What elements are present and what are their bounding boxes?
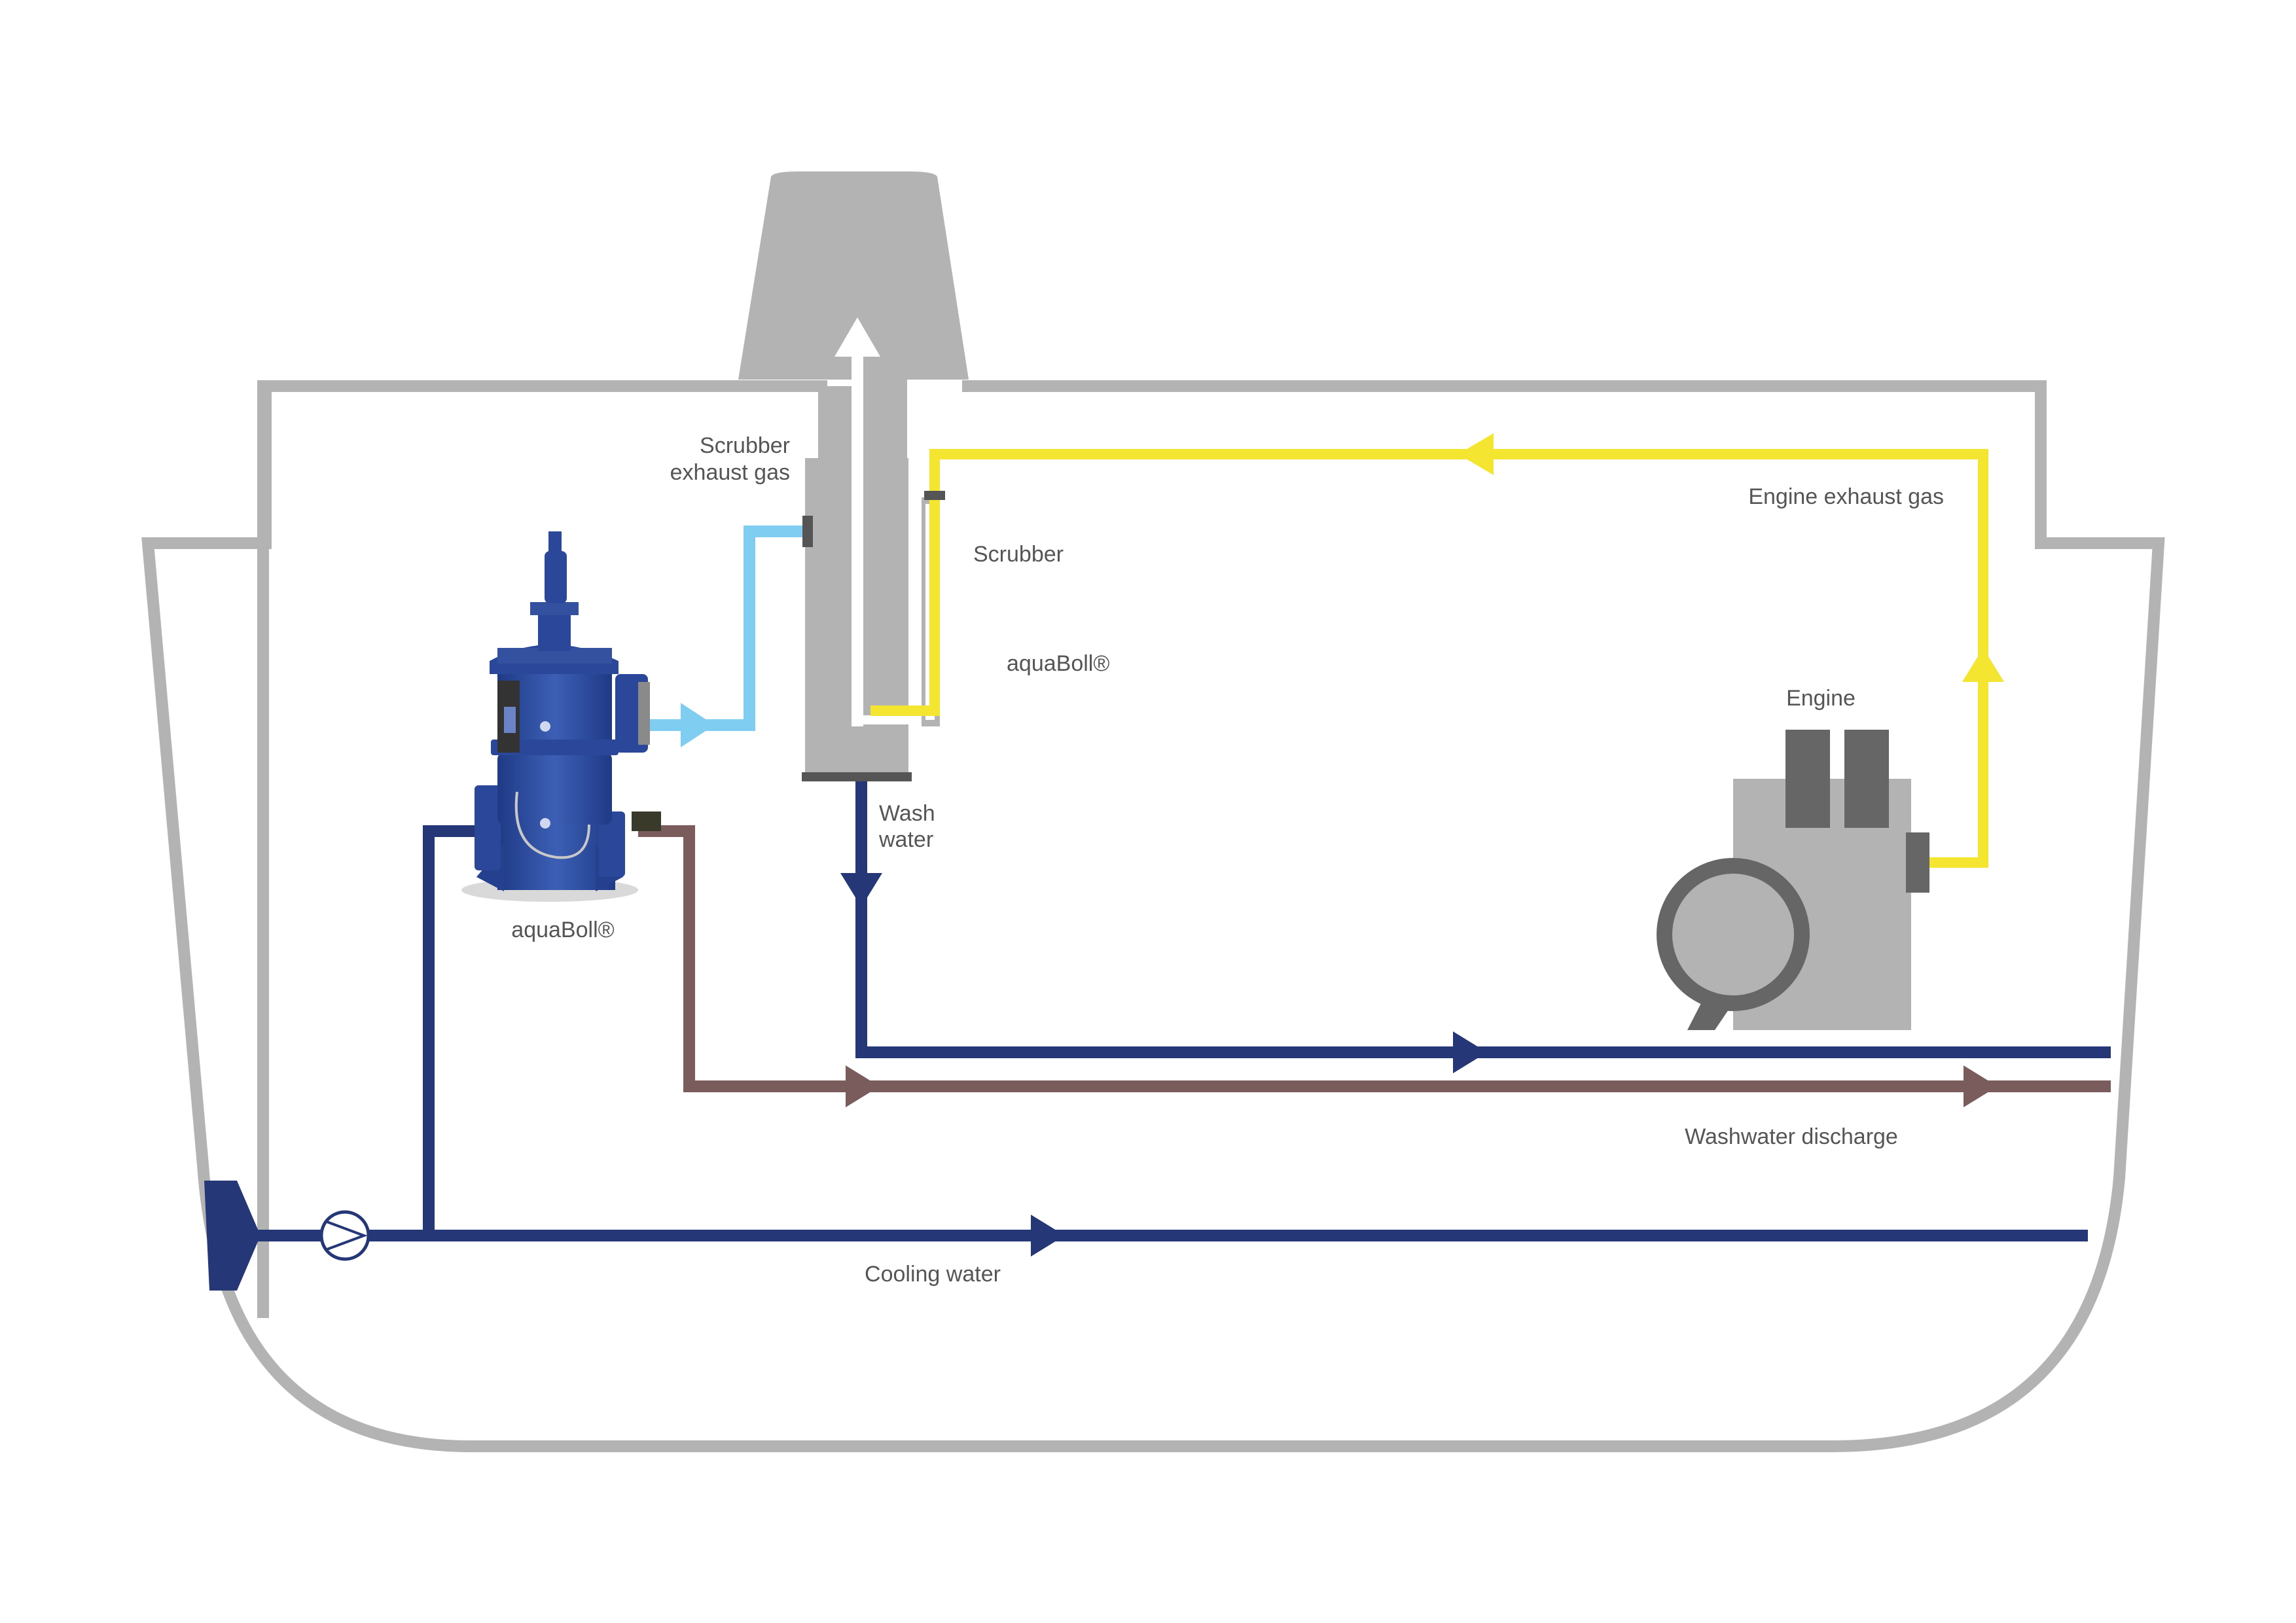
scrubber-base	[802, 772, 912, 781]
cooling-water-arrow	[1031, 1215, 1065, 1257]
discharge-arrow-1	[846, 1065, 880, 1107]
wash-water-line	[855, 781, 2111, 1058]
wash-water-arrow-right	[1453, 1031, 1487, 1073]
label-wash-1: Wash	[879, 801, 935, 826]
cooling-water-branch	[423, 825, 481, 1236]
funnel	[738, 171, 969, 380]
label-aquaboll-right: aquaBoll®	[1007, 651, 1109, 676]
discharge-arrow-2	[1964, 1065, 1998, 1107]
washwater-discharge-line	[638, 825, 2111, 1092]
label-scrubber: Scrubber	[973, 542, 1064, 567]
engine-stack-right	[1844, 730, 1889, 828]
wash-water-arrow-down	[840, 873, 882, 907]
scrubber-exhaust-arrow	[681, 703, 715, 747]
scrubber-inlet-cap	[924, 491, 945, 500]
label-aquaboll-left: aquaBoll®	[511, 918, 614, 942]
hull-left-upper	[148, 380, 821, 549]
scrubber-exhaust-port	[802, 516, 813, 547]
engine-exhaust-arrow-left	[1458, 433, 1494, 475]
label-engine-exhaust: Engine exhaust gas	[1748, 484, 1944, 509]
sea-chest-icon	[204, 1181, 260, 1291]
engine-exhaust-arrow-up	[1962, 648, 2004, 682]
label-scrubber-exhaust-1: Scrubber	[700, 433, 790, 458]
clean-gas-arrowhead	[834, 317, 880, 357]
label-washwater-discharge: Washwater discharge	[1685, 1124, 1898, 1149]
aquaboll-filter-image	[461, 531, 661, 902]
label-scrubber-exhaust-2: exhaust gas	[670, 460, 790, 485]
engine-stack-left	[1785, 730, 1830, 828]
label-wash-2: water	[878, 827, 933, 852]
engine-flywheel	[1657, 858, 1810, 1011]
label-cooling-water: Cooling water	[865, 1262, 1001, 1287]
scrubber-exhaust-line	[645, 526, 806, 731]
pump-triangle	[325, 1220, 368, 1251]
engine-exhaust-port	[1906, 832, 1929, 893]
label-engine: Engine	[1786, 686, 1856, 711]
